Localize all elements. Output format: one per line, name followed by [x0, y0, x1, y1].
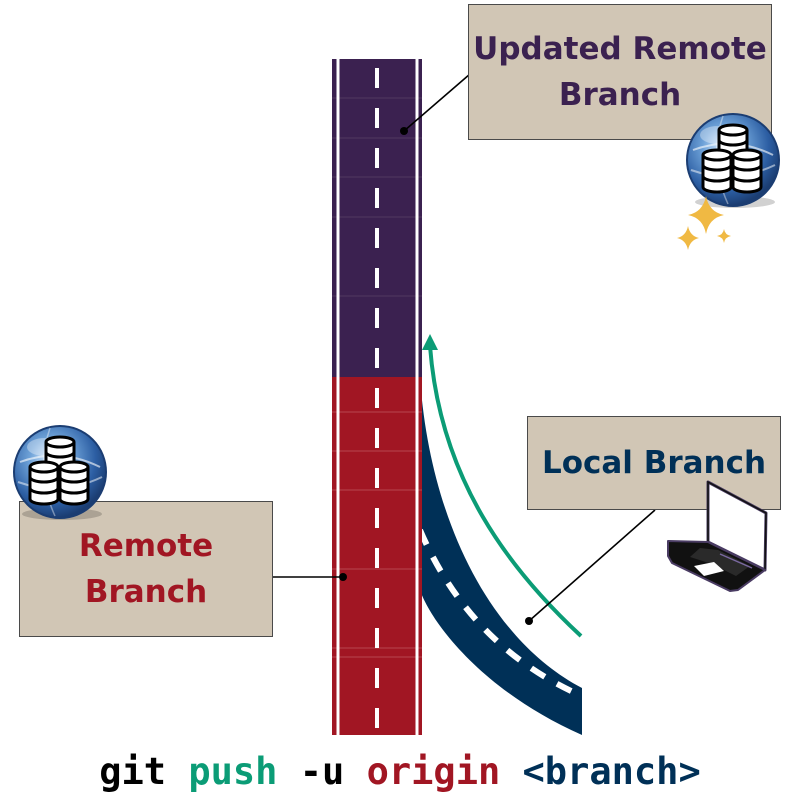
leader-local — [528, 509, 656, 622]
updated-road-seams — [332, 97, 422, 297]
leader-dot-remote — [339, 573, 347, 581]
push-arrow-line — [428, 345, 583, 638]
cmd-origin: origin — [366, 750, 501, 793]
updated-remote-label-line1: Updated Remote — [473, 30, 767, 67]
push-arrow — [422, 334, 583, 638]
updated-remote-branch-label: Updated Remote Branch — [468, 4, 772, 140]
remote-label-line2: Branch — [84, 574, 208, 610]
cmd-git: git — [99, 750, 167, 793]
local-label-line1: Local Branch — [541, 444, 767, 481]
cmd-branch: <branch> — [522, 750, 701, 793]
updated-remote-road — [332, 59, 422, 377]
remote-label-line1: Remote — [78, 527, 214, 564]
cmd-flag: -u — [299, 750, 345, 793]
cmd-push: push — [188, 750, 278, 793]
cmd-space — [166, 750, 188, 793]
push-arrow-head — [422, 334, 438, 350]
updated-remote-label-line2: Branch — [558, 77, 682, 113]
local-branch-label: Local Branch — [527, 416, 781, 510]
local-road-surface — [420, 378, 582, 735]
leader-dot-updated — [400, 127, 408, 135]
remote-road-seams — [332, 411, 422, 658]
updated-road-surface — [332, 59, 422, 377]
leader-dot-local — [525, 617, 533, 625]
cmd-space — [500, 750, 522, 793]
cmd-space — [277, 750, 299, 793]
git-command: git push -u origin <branch> — [0, 750, 800, 793]
remote-branch-label: Remote Branch — [19, 501, 273, 637]
cmd-space — [344, 750, 366, 793]
local-branch-road — [417, 378, 584, 735]
leader-lines — [273, 73, 656, 622]
leader-updated-remote — [403, 73, 471, 132]
